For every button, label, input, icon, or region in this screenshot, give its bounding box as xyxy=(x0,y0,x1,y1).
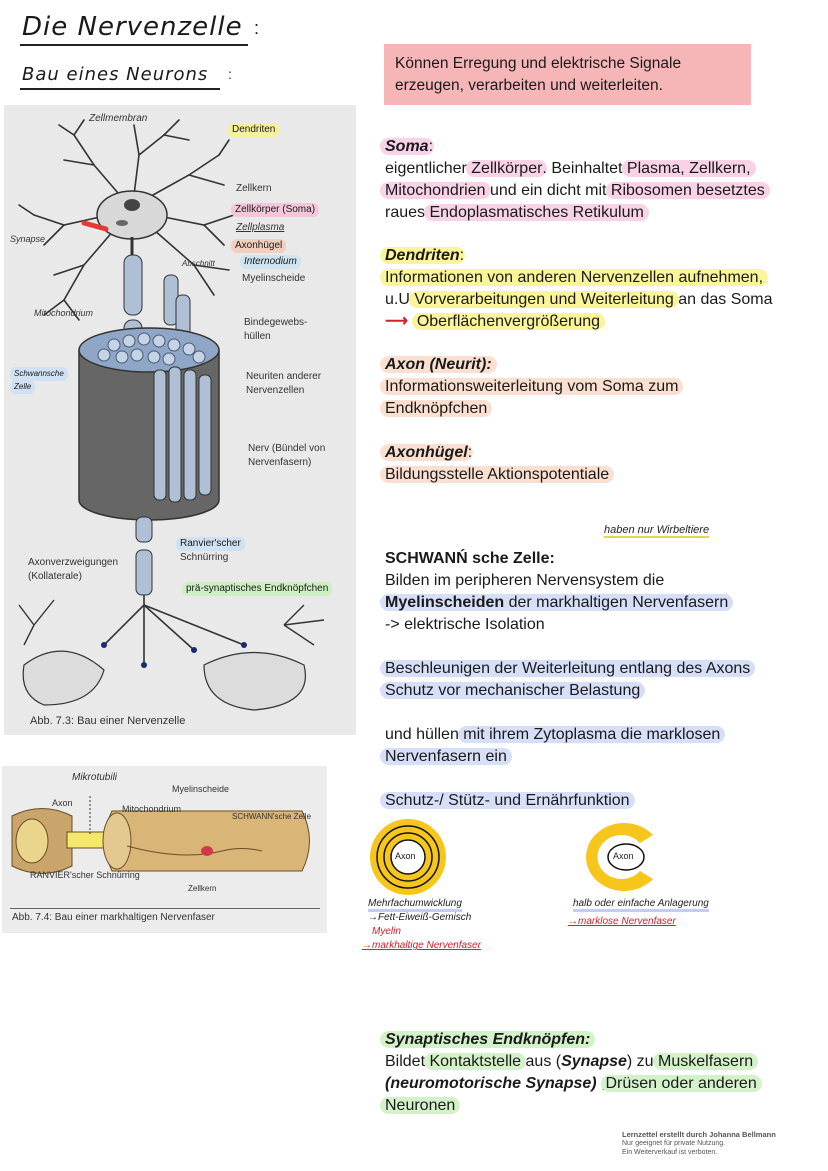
schwann-para4: Schutz-/ Stütz- und Ernährfunktion xyxy=(380,790,825,812)
fig1-label-schwann-2: Zelle xyxy=(10,380,36,394)
myelin-sketch xyxy=(370,819,653,895)
sketch-left-note-3: →markhaltige Nervenfaser xyxy=(362,940,481,951)
axon-line-2: Endknöpfchen xyxy=(380,398,825,420)
fig1-label-nerv-2: Nervenfasern) xyxy=(248,457,312,468)
schwann-para2-line-1: Beschleunigen der Weiterleitung entlang … xyxy=(380,658,825,680)
sketch-right-note-1: →marklose Nervenfaser xyxy=(568,916,676,927)
dendriten-section: Dendriten: Informationen von anderen Ner… xyxy=(380,245,825,333)
fig1-label-zellkern: Zellkern xyxy=(236,183,272,194)
fig1-label-mitochondrium: Mitochondrium xyxy=(34,308,94,318)
soma-line-3: raues Endoplasmatisches Retikulum xyxy=(385,202,825,224)
fig1-label-neuriten-1: Neuriten anderer xyxy=(246,371,322,382)
dendriten-line-2: u.U Vorverarbeitungen und Weiterleitung … xyxy=(385,291,773,308)
figure-markhaltige-nervenfaser: Mikrotubili Myelinscheide Axon Mitochond… xyxy=(2,766,327,933)
fig1-label-bindegewebs-2: hüllen xyxy=(244,331,271,342)
sketch-left-axon: Axon xyxy=(395,851,416,861)
figure-nervenzelle: Zellmembran Dendriten Zellkern Zellkörpe… xyxy=(4,105,356,735)
axon-heading: Axon (Neurit): xyxy=(380,354,825,376)
axon-line-1: Informationsweiterleitung vom Soma zum xyxy=(380,376,825,398)
synapse-line-1: Bildet Kontaktstelle aus (Synapse) zu Mu… xyxy=(385,1051,825,1073)
schwann-line-1: Bilden im peripheren Nervensystem die xyxy=(385,572,665,589)
fig2-label-axon: Axon xyxy=(52,798,73,808)
fig1-label-zellmembran: Zellmembran xyxy=(89,113,148,124)
synapse-line-3: Neuronen xyxy=(380,1095,825,1117)
sketch-right-label: halb oder einfache Anlagerung xyxy=(573,898,709,912)
fig2-label-ranvier: RANVIER'scher Schnürring xyxy=(30,870,140,880)
fig1-label-abschnitt: Abschnitt xyxy=(182,259,215,268)
soma-line-1: eigentlicher Zellkörper. Beinhaltet Plas… xyxy=(385,158,825,180)
soma-section: Soma: eigentlicher Zellkörper. Beinhalte… xyxy=(380,136,825,224)
intro-line-1: Können Erregung und elektrische Signale xyxy=(395,55,682,72)
intro-line-2: erzeugen, verarbeiten und weiterleiten. xyxy=(395,77,663,94)
subtitle-colon: : xyxy=(228,66,232,82)
page-subtitle: Bau eines Neurons xyxy=(22,64,209,85)
soma-heading: Soma xyxy=(380,138,434,155)
fig2-label-mitochondrium: Mitochondrium xyxy=(122,804,182,814)
sketch-left-note-1: →Fett-Eiweiß-Gemisch xyxy=(368,912,472,923)
fig1-caption: Abb. 7.3: Bau einer Nervenzelle xyxy=(30,715,186,727)
dendriten-heading: Dendriten xyxy=(380,247,465,264)
footer-line-2: Nur geeignet für private Nutzung. xyxy=(622,1140,726,1147)
schwann-line-3: -> elektrische Isolation xyxy=(385,616,545,633)
dendriten-colon: : xyxy=(459,247,465,264)
axonhuegel-line-1: Bildungsstelle Aktionspotentiale xyxy=(380,464,825,486)
soma-colon: : xyxy=(428,138,434,155)
soma-line-2: Mitochondrien und ein dicht mit Ribosome… xyxy=(380,180,825,202)
footer: Lernzettel erstellt durch Johanna Bellma… xyxy=(622,1130,776,1157)
fig2-label-mikrotubuli: Mikrotubili xyxy=(72,772,118,783)
fig1-label-axonverzw-2: (Kollaterale) xyxy=(28,571,82,582)
schwann-line-2: Myelinscheiden der markhaltigen Nervenfa… xyxy=(380,592,825,614)
fig2-label-schwann: SCHWANN'sche Zelle xyxy=(232,812,312,821)
myelin-wrap-left-icon xyxy=(370,819,446,895)
sketch-left-label: Mehrfachumwicklung xyxy=(368,898,462,912)
schwann-para3-line-2: Nervenfasern ein xyxy=(380,746,825,768)
fig1-label-synapse: Synapse xyxy=(10,234,46,244)
subtitle-underline xyxy=(20,88,220,90)
dendriten-line-3: ⟶ Oberflächenvergrößerung xyxy=(385,311,825,333)
fig1-label-dendriten: Dendriten xyxy=(228,123,280,137)
synapse-line-2: (neuromotorische Synapse) ,Drüsen oder a… xyxy=(385,1073,825,1095)
axon-section: Axon (Neurit): Informationsweiterleitung… xyxy=(380,354,825,420)
schwann-para3-line-1: und hüllen mit ihrem Zytoplasma die mark… xyxy=(385,724,825,746)
fig1-label-myelinscheide: Myelinscheide xyxy=(242,273,306,284)
axonhuegel-heading: Axonhügel xyxy=(380,444,473,461)
sketch-left-note-2: Myelin xyxy=(372,926,401,937)
footer-line-3: Ein Weiterverkauf ist verboten. xyxy=(622,1149,718,1156)
fig1-label-schwann-1: Schwannsche xyxy=(10,367,68,381)
neuron-illustration xyxy=(18,119,325,711)
synapse-section: Synaptisches Endknöpfen: Bildet Kontakts… xyxy=(380,1029,825,1117)
fig1-label-bindegewebs-1: Bindegewebs- xyxy=(244,317,308,328)
fig2-caption: Abb. 7.4: Bau einer markhaltigen Nervenf… xyxy=(12,912,215,923)
synapse-heading: Synaptisches Endknöpfen: xyxy=(380,1029,825,1051)
intro-box: Können Erregung und elektrische Signale … xyxy=(384,44,751,105)
fig1-label-ranvier-2: Schnürring xyxy=(180,552,229,563)
fig1-label-nerv-1: Nerv (Bündel von xyxy=(248,443,326,454)
sketch-right-axon: Axon xyxy=(613,851,634,861)
axonhuegel-colon: : xyxy=(467,444,473,461)
fig1-label-axonverzw-1: Axonverzweigungen xyxy=(28,557,119,568)
dendriten-line-1: Informationen von anderen Nervenzellen a… xyxy=(380,267,825,289)
schwann-section: SCHWANŃ sche Zelle: Bilden im peripheren… xyxy=(380,548,825,812)
fig1-label-endknoepfchen: prä-synaptisches Endknöpfchen xyxy=(182,582,333,596)
fig1-label-internodium: Internodium xyxy=(240,255,301,269)
schwann-note: haben nur Wirbeltiere xyxy=(604,524,710,538)
fig1-label-zellkoerper: Zellkörper (Soma) xyxy=(231,203,320,217)
nerve-fiber-illustration xyxy=(11,796,310,874)
myelin-wrap-right-icon xyxy=(586,823,653,891)
schwann-heading: SCHWANŃ sche Zelle: xyxy=(385,550,555,567)
fig2-divider xyxy=(10,908,320,909)
page-title: Die Nervenzelle xyxy=(22,12,243,42)
fig1-label-ranvier-1: Ranvier'scher xyxy=(176,537,245,551)
title-underline xyxy=(20,44,248,46)
fig1-label-neuriten-2: Nervenzellen xyxy=(246,385,305,396)
fig2-label-myelinscheide: Myelinscheide xyxy=(172,784,230,794)
footer-line-1: Lernzettel erstellt durch Johanna Bellma… xyxy=(622,1130,776,1139)
title-colon: : xyxy=(254,18,260,38)
schwann-para2-line-2: Schutz vor mechanischer Belastung xyxy=(380,680,825,702)
fig1-label-axonhuegel: Axonhügel xyxy=(231,239,287,253)
axonhuegel-section: Axonhügel: Bildungsstelle Aktionspotenti… xyxy=(380,442,825,486)
red-arrow-icon: ⟶ xyxy=(385,313,408,330)
fig2-label-zellkern: Zellkern xyxy=(188,884,217,893)
fig1-label-zellplasma: Zellplasma xyxy=(236,222,285,233)
